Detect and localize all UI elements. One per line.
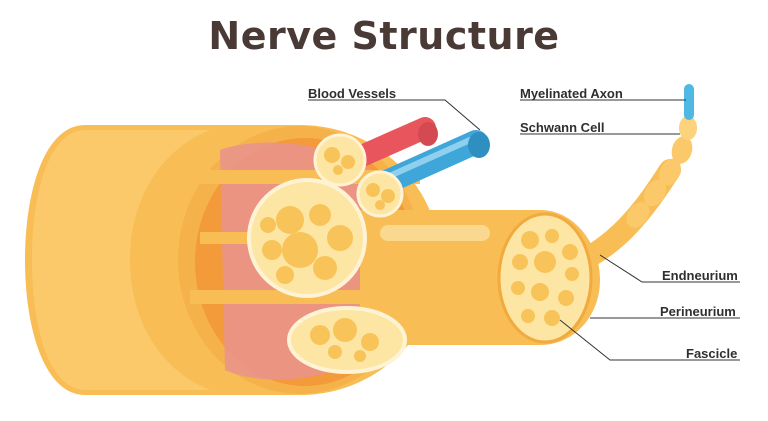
- leader-blood-vessels: [308, 99, 481, 131]
- axon-core-tip: [684, 84, 694, 120]
- fascicle-cross-section-mid: [356, 170, 404, 218]
- label-perineurium: Perineurium: [660, 304, 736, 319]
- blood-vessel-blue-light: [382, 137, 473, 181]
- stripe-band-3: [200, 232, 260, 244]
- outer-epineurium-highlight: [32, 130, 210, 390]
- label-blood-vessels: Blood Vessels: [308, 86, 397, 101]
- fascicle-cross-section-large: [247, 178, 367, 298]
- page-title: Nerve Structure: [208, 14, 560, 58]
- label-endneurium: Endneurium: [662, 268, 738, 283]
- label-myelinated-axon: Myelinated Axon: [520, 86, 623, 101]
- blood-vessel-blue-end: [468, 132, 490, 158]
- schwann-cell-segments: [626, 116, 697, 228]
- label-fascicle: Fascicle: [686, 346, 738, 361]
- fascicle-cross-section-top: [313, 133, 367, 187]
- leader-endneurium: [599, 254, 740, 283]
- blood-vessel-red-end: [418, 122, 438, 146]
- leader-fascicle: [559, 319, 740, 361]
- label-schwann-cell: Schwann Cell: [520, 120, 605, 135]
- endoneurium-cells: [511, 229, 579, 326]
- fascicle-bundle-highlight: [380, 225, 490, 241]
- fascicle-cross-section-bottom: [287, 306, 407, 374]
